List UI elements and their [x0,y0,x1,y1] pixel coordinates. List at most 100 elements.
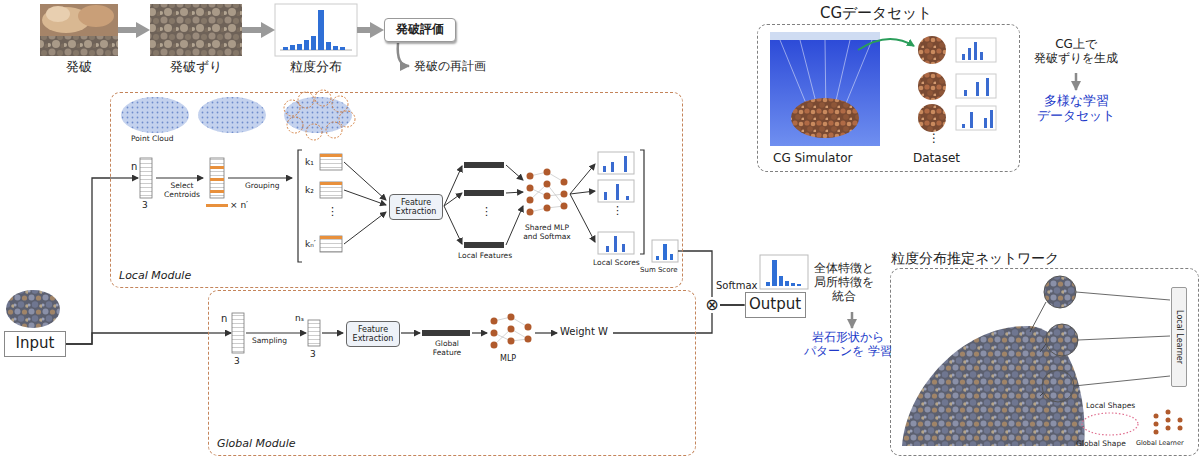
global-module-figure [246,332,306,333]
local-module-figure [320,236,342,239]
network-figure [1178,418,1183,423]
network-figure [1030,302,1046,332]
output-box: Output [745,292,806,318]
local-module-figure [464,162,504,168]
replan-arrow [398,43,409,66]
dataset-samples [956,74,996,98]
size-distribution-chart [333,46,338,50]
global-module-figure [422,330,470,336]
size-distribution-chart [275,4,357,56]
dimension-label: nₛ [295,313,304,323]
local-module-figure [561,191,568,198]
note-text: 全体特徴と 局所特徴を 統合 [804,262,884,303]
input-box: Input [4,331,66,357]
network-figure [1178,426,1183,431]
annotation-label: Sum Score [640,266,678,274]
local-module-figure [561,203,568,210]
dimension-label: 3 [234,356,240,366]
flow-connector [66,333,208,344]
local-module-figure [298,92,314,108]
local-module-figure [344,212,386,244]
global-module-figure [401,332,420,333]
annotation-label: Point Cloud [131,135,173,144]
dataset-samples [956,106,996,130]
local-module-figure [320,154,342,170]
size-distribution-chart [290,45,295,50]
blast-photo [40,4,118,56]
annotation-label: Select Centroids [159,182,205,199]
node-text: Local Module [119,270,191,283]
down-arrow [851,312,854,328]
dimension-label: n [221,313,227,325]
local-module-figure [640,150,644,254]
flow-connector [118,27,142,33]
local-module-figure [598,180,634,202]
node-text: 発破ずり [170,60,222,75]
local-module-figure [284,97,352,133]
local-module-figure [530,172,564,212]
local-module-figure [570,164,595,194]
annotation-label: Sampling [252,337,287,346]
global-module-figure [322,332,343,333]
size-distribution-chart [297,44,302,50]
local-module-figure [444,166,462,206]
process-box: 発破評価 [384,18,456,42]
local-module-figure [626,196,629,200]
size-distribution-chart [275,4,357,56]
local-module-figure [527,173,534,180]
output-chart [797,284,801,286]
network-panel: 粒度分布推定ネットワークLocal Learner [890,268,1199,456]
local-module-figure [506,206,523,245]
local-module-figure [611,162,614,172]
global-module-figure [308,320,320,346]
flow-connector [242,27,267,33]
input-rocks [6,290,60,328]
global-module-figure [525,324,532,331]
network-figure [1154,414,1159,419]
size-distribution-chart [326,42,331,50]
local-module-figure [624,156,627,172]
replan-arrow [398,43,409,66]
local-module-figure [298,150,302,262]
global-module-figure [232,313,244,353]
learner-bar: Local Learner [1171,287,1187,387]
node-text: Global Module [217,438,296,451]
size-distribution-chart [283,47,288,50]
chart-frame: 粒度分布 [275,4,357,56]
dimension-label: k₂ [305,185,314,195]
size-distribution-chart [340,47,345,50]
input-rocks [6,290,60,328]
output-chart [791,283,795,286]
global-module-figure [208,332,231,333]
global-module-figure [472,332,487,333]
local-module-figure [506,165,523,180]
flow-connector [357,27,376,33]
network-figure [1074,376,1170,386]
local-module-figure [464,242,504,248]
local-module-figure [598,152,634,174]
local-module-figure [604,192,607,200]
local-module-figure [598,232,634,254]
annotation-label: Grouping [245,182,279,191]
node-text: Input [16,335,55,352]
global-module-figure [508,338,515,345]
down-arrow [1075,73,1078,90]
global-module-figure [491,314,532,349]
network-figure [1078,336,1170,340]
flow-connector [66,178,110,344]
local-module-figure [320,154,342,157]
local-module-figure [326,122,342,138]
local-module-figure [284,90,355,140]
annotation-label: Shared MLP and Softmax [518,224,576,241]
output-chart [785,281,789,286]
output-chart [760,255,808,289]
local-module-figure [444,206,462,244]
global-module-figure [508,326,515,333]
local-module-figure [198,97,266,133]
local-module-figure [561,179,568,186]
size-distribution-chart [311,36,316,50]
local-module-figure [320,182,342,185]
local-module-figure [506,192,523,193]
local-module-figure [306,124,322,140]
